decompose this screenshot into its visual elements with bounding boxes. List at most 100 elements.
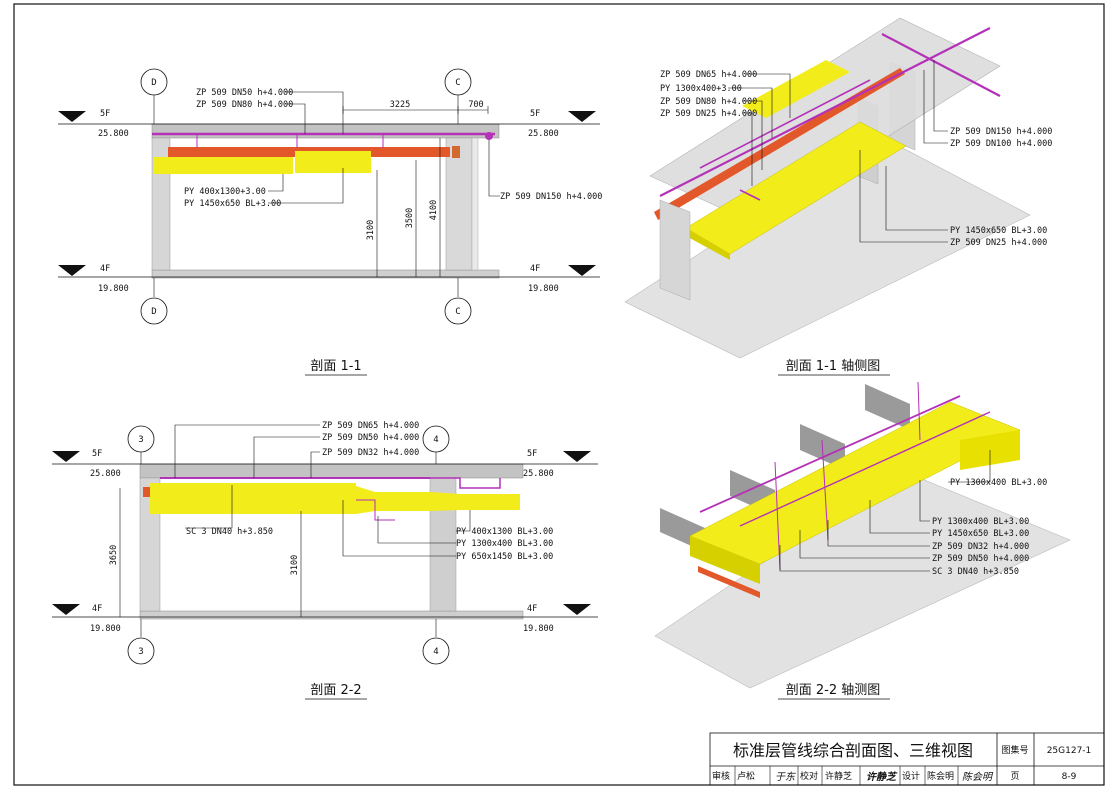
section-1-1: 5F 25.800 5F 25.800 4F 19.800 4F 19.800 … — [58, 68, 602, 376]
iso1-pipe-3 — [699, 79, 871, 169]
caption-section-2-2: 剖面 2-2 — [310, 683, 361, 698]
s1-label-2: PY 400x1300+3.00 — [184, 187, 266, 197]
axis-bubble-c-top — [444, 68, 472, 96]
slab-4f-2 — [139, 610, 524, 620]
iso1-leader-2 — [742, 100, 763, 170]
slab-5f — [151, 123, 500, 139]
iso2-label-1: PY 1300x400 BL+3.00 — [932, 517, 1029, 527]
designer-signature: 陈会明 — [962, 771, 994, 783]
level-4f-left-name-2: 4F — [92, 604, 102, 614]
level-marker-4f-right — [568, 265, 596, 276]
atlas-label: 图集号 — [1001, 744, 1028, 756]
s2-label-3: SC 3 DN40 h+3.850 — [186, 527, 273, 537]
axis-bubble-4-top — [422, 425, 450, 453]
iso2-label-3: ZP 509 DN32 h+4.000 — [932, 542, 1029, 552]
level-4f-right-name-2: 4F — [527, 604, 537, 614]
sheet-border — [13, 3, 1105, 786]
design-label: 设计 — [902, 770, 920, 782]
orange-stub-2 — [143, 487, 150, 497]
iso2-label-2: PY 1450x650 BL+3.00 — [932, 529, 1029, 539]
dim-700: 700 — [468, 100, 483, 110]
s2-label-2: ZP 509 DN32 h+4.000 — [322, 448, 419, 458]
leader-sc3 — [185, 485, 233, 529]
checker-signature: 许静芝 — [866, 771, 898, 783]
level-4f-left-name: 4F — [100, 264, 110, 274]
level-marker-5f-right — [568, 111, 596, 122]
s1-label-3: PY 1450x650 BL+3.00 — [184, 199, 281, 209]
iso1-leader-6 — [885, 166, 948, 231]
iso1-leader-5 — [923, 70, 948, 144]
axis-bubble-c-bot — [444, 297, 472, 325]
iso-view-2-2: PY 1300x400 BL+3.00 PY 1300x400 BL+3.00 … — [654, 381, 1071, 700]
review-label: 审核 — [712, 770, 730, 782]
iso2-wall-1 — [865, 384, 910, 430]
slab-4f — [151, 269, 500, 279]
slab-5f-2 — [139, 463, 524, 479]
iso2-orange — [698, 566, 760, 598]
iso2-leader-2 — [869, 500, 930, 534]
iso1-pipe-2 — [881, 33, 1001, 97]
iso1-pipe-1 — [659, 27, 991, 197]
dim-3100: 3100 — [366, 220, 376, 240]
leader-dn65 — [174, 424, 320, 478]
level-4f-left-value: 19.800 — [98, 284, 129, 294]
leader-dn50-2 — [253, 436, 320, 478]
dim-3650: 3650 — [109, 545, 119, 565]
s1-label-4: ZP 509 DN150 h+4.000 — [500, 192, 602, 202]
axis-bubble-3-bot — [127, 637, 155, 665]
axis-bubble-d-top — [140, 68, 168, 96]
iso1-duct-upper — [742, 60, 850, 118]
leader-dn150 — [488, 140, 500, 197]
atlas-number: 25G127-1 — [1047, 746, 1092, 756]
axis-label-c-bot: C — [455, 307, 460, 317]
iso-view-1-1: ZP 509 DN65 h+4.000 PY 1300x400+3.00 ZP … — [624, 17, 1052, 376]
level-4f-right-value-2: 19.800 — [523, 624, 554, 634]
iso1-label-3: ZP 509 DN25 h+4.000 — [660, 109, 757, 119]
title-block: 标准层管线综合剖面图、三维视图 图集号 25G127-1 审核 卢松 于东 校对… — [709, 732, 1105, 786]
level-marker-4f-right-2 — [563, 604, 591, 615]
iso1-leader-7 — [859, 150, 948, 243]
iso2-leader-0 — [948, 450, 991, 483]
axis-bubble-4-bot — [422, 637, 450, 665]
checker-name: 许静芝 — [825, 770, 852, 782]
level-5f-right-value-2: 25.800 — [523, 469, 554, 479]
axis-bubble-d-bot — [140, 297, 168, 325]
level-5f-left-value: 25.800 — [98, 129, 129, 139]
iso1-leader-4 — [933, 60, 948, 132]
axis-label-3-bot: 3 — [138, 647, 143, 657]
iso1-duct-side — [686, 228, 730, 260]
leader-py400 — [268, 174, 284, 192]
iso1-orange-beam — [654, 68, 905, 220]
iso1-leader-1 — [728, 87, 773, 138]
level-4f-left-value-2: 19.800 — [90, 624, 121, 634]
level-5f-left-name: 5F — [100, 109, 110, 119]
title-block-frame — [709, 732, 1105, 786]
iso1-label-2: ZP 509 DN80 h+4.000 — [660, 97, 757, 107]
axis-label-c-top: C — [455, 78, 460, 88]
iso2-pipe-3 — [774, 461, 781, 571]
level-5f-left-value-2: 25.800 — [90, 469, 121, 479]
pipe-branch-3 — [356, 499, 395, 521]
s2-label-1: ZP 509 DN50 h+4.000 — [322, 433, 419, 443]
iso1-leader-3 — [742, 112, 753, 186]
pipe-node — [485, 132, 493, 140]
reviewer-signature: 于东 — [775, 771, 796, 783]
leader-py1300-2 — [377, 516, 456, 544]
iso1-label-1: PY 1300x400+3.00 — [660, 84, 742, 94]
iso2-pipe-4 — [821, 439, 829, 541]
drawing-title: 标准层管线综合剖面图、三维视图 — [733, 741, 973, 760]
iso2-leader-5 — [779, 545, 930, 572]
designer-name: 陈会明 — [927, 770, 954, 782]
level-4f-right-name: 4F — [530, 264, 540, 274]
section-2-2: 5F 25.800 5F 25.800 4F 19.800 4F 19.800 … — [52, 421, 598, 700]
yellow-duct-2 — [295, 151, 371, 173]
s1-label-1: ZP 509 DN80 h+4.000 — [196, 100, 293, 110]
iso2-leader-4 — [799, 530, 930, 559]
iso1-leader-0 — [746, 73, 791, 118]
dim-3225: 3225 — [390, 100, 410, 110]
level-marker-5f-right-2 — [563, 451, 591, 462]
iso1-label-6: PY 1450x650 BL+3.00 — [950, 226, 1047, 236]
iso1-label-0: ZP 509 DN65 h+4.000 — [660, 70, 757, 80]
leader-dn32 — [310, 451, 320, 478]
caption-iso-2-2: 剖面 2-2 轴测图 — [786, 683, 881, 698]
